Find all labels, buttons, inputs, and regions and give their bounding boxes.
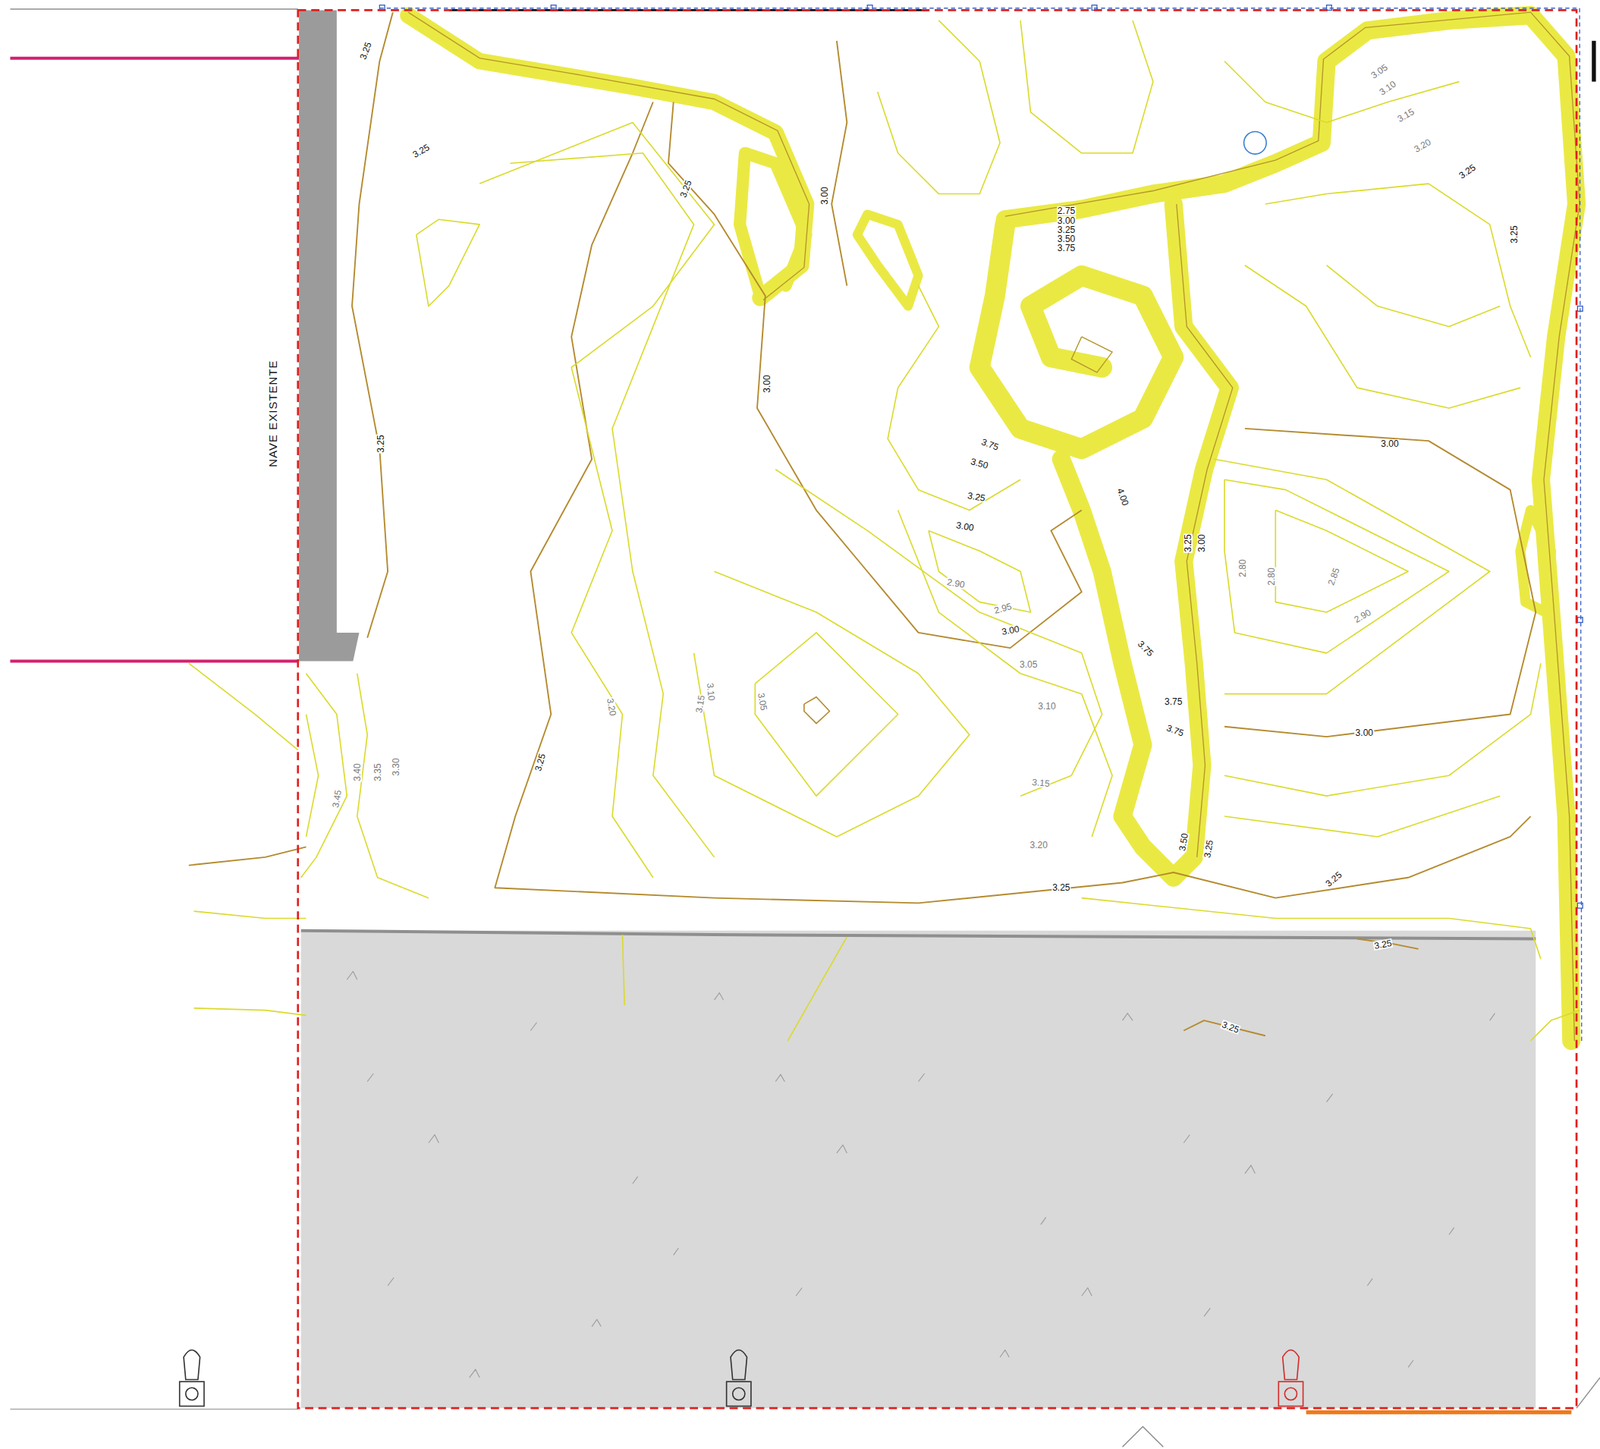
- contour-label: 3.05: [1018, 660, 1038, 670]
- contour-label: 3.25: [1323, 870, 1344, 890]
- contour-label: 3.20: [1029, 840, 1049, 850]
- contour-label: 3.25: [1183, 533, 1193, 553]
- contour-label: 2.75: [1056, 206, 1076, 216]
- contour-label: 3.00: [762, 374, 772, 393]
- contour-label: 3.20: [1411, 137, 1434, 155]
- contour-label: 3.25: [376, 433, 386, 453]
- contour-label: 3.00: [1379, 439, 1399, 449]
- contour-label: 3.45: [330, 788, 343, 810]
- contour-label: 3.10: [705, 682, 717, 702]
- contour-label: 3.75: [1056, 243, 1076, 253]
- contour-label: 3.25: [411, 142, 433, 161]
- contour-label: 2.80: [1238, 558, 1248, 578]
- contour-label: 3.05: [756, 691, 769, 713]
- contour-label: 3.50: [968, 456, 991, 471]
- contour-label: 2.95: [992, 601, 1014, 616]
- contour-label: 2.80: [1266, 566, 1277, 586]
- contour-label: 4.00: [1115, 486, 1131, 508]
- contour-label: 3.25: [358, 40, 374, 62]
- contour-label: 3.25: [1201, 839, 1214, 860]
- contour-label: 3.25: [1456, 162, 1478, 181]
- contour-label: 3.50: [1056, 234, 1076, 244]
- contour-label: 3.00: [1056, 216, 1076, 226]
- contour-label: 3.00: [999, 624, 1021, 637]
- contour-label: 3.35: [373, 762, 383, 782]
- contour-label: 3.00: [1354, 728, 1374, 738]
- contour-label: 3.30: [391, 757, 401, 777]
- contour-label: 3.25: [966, 490, 988, 503]
- contour-label: 3.00: [955, 520, 976, 533]
- contour-label: 3.25: [1509, 225, 1519, 245]
- contour-label: 3.25: [532, 751, 547, 774]
- contour-label: 3.25: [1051, 883, 1071, 893]
- contour-label: 3.75: [1163, 697, 1183, 707]
- contour-label: 2.90: [946, 577, 967, 590]
- contour-label: 3.75: [1165, 722, 1187, 739]
- contour-label: 3.75: [1135, 638, 1156, 659]
- building-label: NAVE EXISTENTE: [267, 358, 279, 468]
- contour-label: 3.10: [1037, 701, 1057, 711]
- contour-label: 3.00: [1197, 533, 1207, 553]
- contour-label: 3.00: [820, 186, 830, 206]
- contour-label: 2.90: [1351, 607, 1374, 626]
- contour-label: 3.25: [1056, 225, 1076, 235]
- contour-label: 3.15: [694, 694, 707, 715]
- contour-label: 2.85: [1326, 565, 1342, 588]
- contour-label: 3.10: [1376, 78, 1399, 97]
- contour-label: 3.15: [1395, 106, 1417, 124]
- contour-label: 3.05: [1369, 62, 1391, 81]
- contour-label: 3.75: [979, 436, 1001, 453]
- contour-label: 3.15: [1031, 777, 1051, 789]
- contour-label: 3.40: [352, 762, 362, 782]
- contour-label: 3.20: [605, 697, 618, 718]
